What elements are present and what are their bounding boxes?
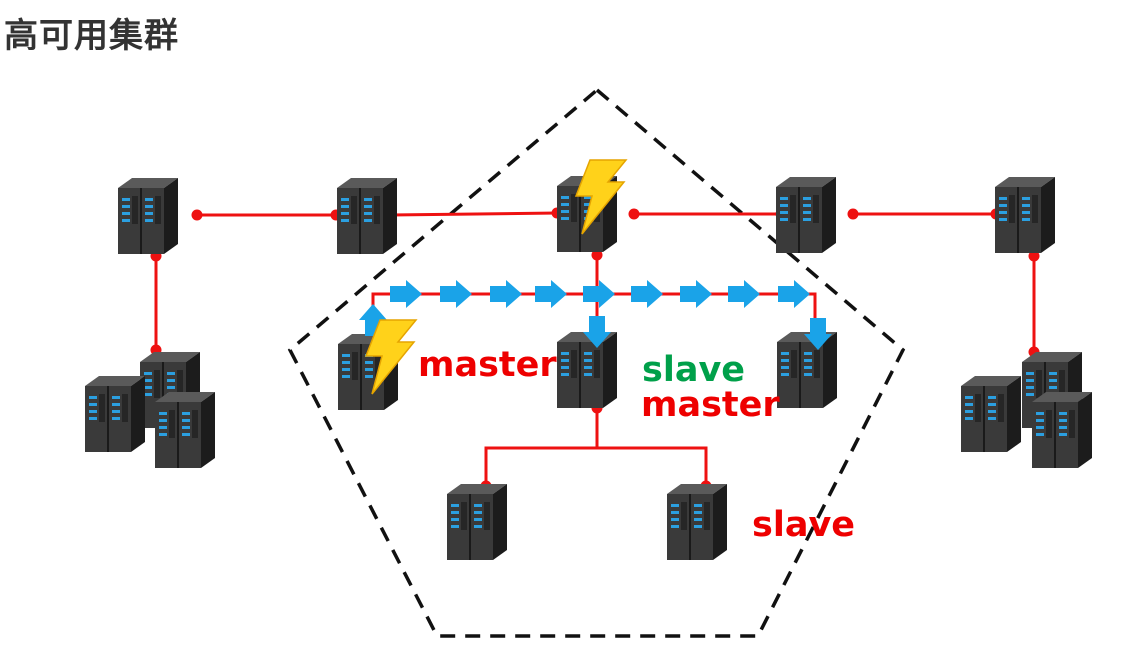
label-master-failed: master [418,345,557,385]
server-icon [994,176,1056,254]
slave-server-icon [666,483,728,561]
server-icon [336,177,398,255]
left-server-cluster [84,351,216,469]
server-icon [775,176,837,254]
slave-server-icon [446,483,508,561]
slave-server-icon [776,331,838,409]
promoted-master-server-icon [556,331,618,409]
page-title: 高可用集群 [4,16,179,56]
label-new-master: master [641,385,780,425]
right-server-cluster [960,351,1093,469]
server-icon [117,177,179,255]
label-slave: slave [642,350,745,390]
label-slave-bottom: slave [752,505,855,545]
failover-group-boundary [287,87,906,638]
